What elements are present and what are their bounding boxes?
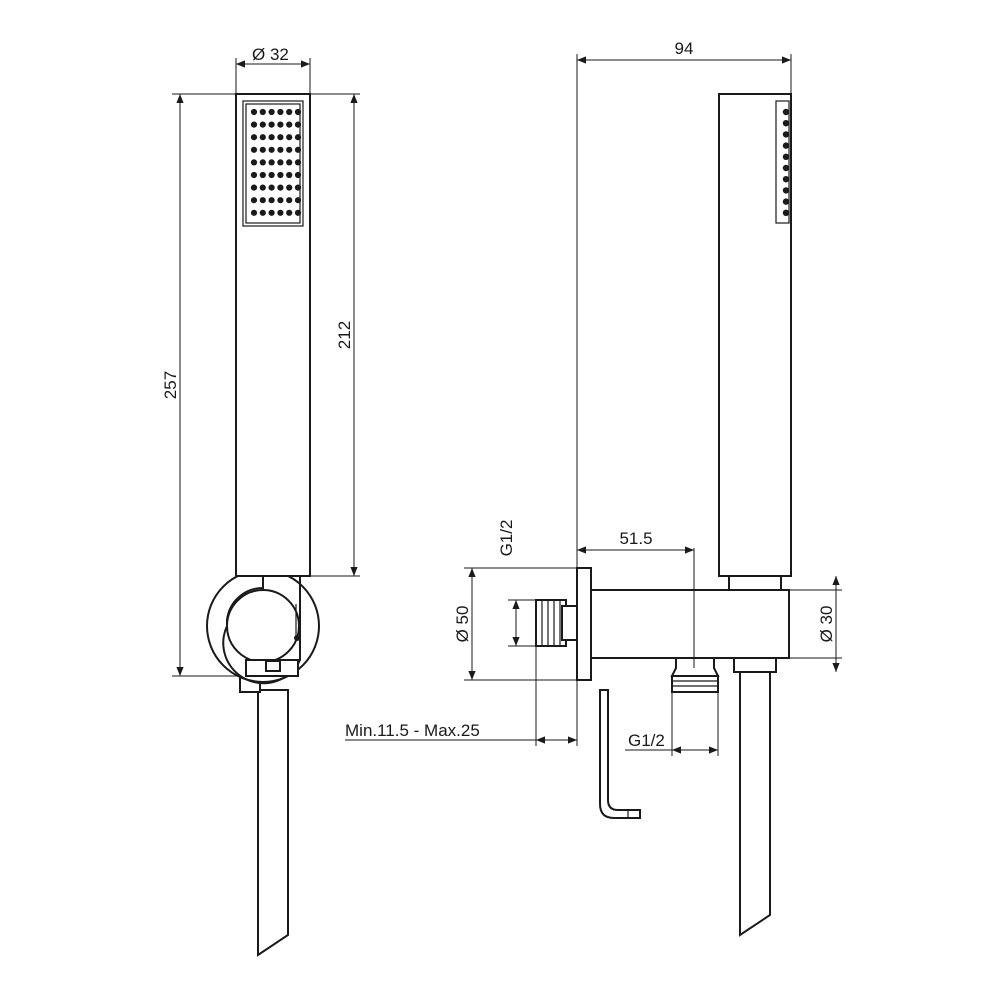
nozzle-hole [294, 146, 302, 153]
front-handle-body [235, 93, 311, 577]
nozzle-hole [277, 121, 284, 128]
dim-width-51-5: 51.5 [619, 529, 652, 548]
dim-diameter-50: Ø 50 [453, 606, 472, 643]
front-pin [294, 635, 300, 641]
nozzle-hole [286, 171, 293, 179]
nozzle-hole [286, 134, 293, 141]
nozzle-hole [286, 209, 293, 216]
nozzle-hole [277, 134, 284, 141]
nozzle-hole [294, 159, 302, 166]
side-nozzle-hole [782, 187, 790, 194]
front-connector-knob [226, 589, 300, 663]
side-bottom-outlet [670, 657, 720, 677]
nozzle-hole [277, 197, 284, 204]
side-hose [739, 671, 771, 937]
side-nozzle-hole [782, 209, 790, 216]
nozzle-hole [268, 146, 275, 153]
side-nozzle-strip [775, 100, 790, 224]
dim-thread-g12-top: G1/2 [497, 520, 516, 557]
nozzle-hole [268, 184, 275, 191]
side-nozzle-hole [782, 153, 790, 160]
nozzle-hole [277, 171, 284, 179]
side-nozzle-hole [782, 164, 790, 172]
nozzle-hole [259, 108, 266, 116]
nozzle-hole [294, 121, 302, 128]
nozzle-hole [259, 121, 266, 128]
nozzle-hole [259, 209, 266, 216]
nozzle-hole [250, 121, 258, 128]
side-handle-body [718, 93, 792, 577]
nozzle-hole [250, 108, 258, 116]
dim-height-257: 257 [161, 371, 180, 399]
nozzle-hole [268, 171, 275, 179]
nozzle-hole [277, 108, 284, 116]
nozzle-hole [259, 146, 266, 153]
side-nozzle-hole [782, 142, 790, 149]
nozzle-hole [286, 197, 293, 204]
nozzle-hole [294, 108, 302, 116]
nozzle-hole [250, 197, 258, 204]
nozzle-hole [250, 184, 258, 191]
side-view: 94 51.5 G1/2 Ø 50 Ø 30 Min.11.5 - Max.25… [345, 39, 842, 937]
side-nozzle-hole [782, 176, 790, 183]
nozzle-hole [250, 171, 258, 179]
nozzle-hole [286, 108, 293, 116]
nozzle-hole [259, 171, 266, 179]
nozzle-hole [250, 159, 258, 166]
nozzle-hole [286, 121, 293, 128]
nozzle-hole [250, 146, 258, 153]
side-nozzle-hole [782, 120, 790, 127]
side-handle-socket [728, 575, 782, 591]
side-wall-plate [576, 567, 592, 681]
nozzle-hole [268, 197, 275, 204]
nozzle-hole [250, 134, 258, 141]
side-hose-nut [733, 657, 777, 673]
nozzle-hole [259, 184, 266, 191]
nozzle-hole [268, 134, 275, 141]
nozzle-hole [294, 184, 302, 191]
nozzle-hole [286, 146, 293, 153]
nozzle-hole [268, 159, 275, 166]
nozzle-hole [259, 134, 266, 141]
nozzle-hole [294, 197, 302, 204]
side-nozzle-hole [782, 131, 790, 138]
dim-diameter-32: Ø 32 [252, 45, 289, 64]
nozzle-hole [250, 209, 258, 216]
nozzle-hole [286, 159, 293, 166]
front-spray-face [242, 100, 304, 227]
dim-min-max: Min.11.5 - Max.25 [345, 721, 480, 740]
nozzle-grid [250, 108, 302, 216]
nozzle-hole [268, 108, 275, 116]
side-inlet-nut [561, 605, 578, 641]
nozzle-hole [277, 159, 284, 166]
front-hose [257, 689, 289, 957]
side-outlet-body [590, 589, 790, 659]
dim-width-94: 94 [675, 39, 694, 58]
side-bottom-thread [671, 675, 719, 693]
allen-key-icon [599, 689, 641, 819]
nozzle-hole [277, 184, 284, 191]
dim-thread-g12-bottom: G1/2 [628, 731, 665, 750]
nozzle-hole [277, 209, 284, 216]
side-nozzle-hole [782, 108, 790, 116]
nozzle-hole [294, 171, 302, 179]
nozzle-hole [268, 209, 275, 216]
side-nozzle-hole [782, 198, 790, 205]
front-view: Ø 32 257 212 [161, 45, 360, 957]
nozzle-hole [294, 209, 302, 216]
front-release-tab [265, 660, 281, 672]
nozzle-hole [286, 184, 293, 191]
nozzle-hole [268, 121, 275, 128]
dim-height-212: 212 [335, 321, 354, 349]
front-connector [222, 575, 301, 685]
side-nozzles [782, 108, 790, 216]
nozzle-hole [277, 146, 284, 153]
dim-diameter-30: Ø 30 [817, 606, 836, 643]
nozzle-hole [294, 134, 302, 141]
nozzle-hole [259, 197, 266, 204]
nozzle-hole [259, 159, 266, 166]
